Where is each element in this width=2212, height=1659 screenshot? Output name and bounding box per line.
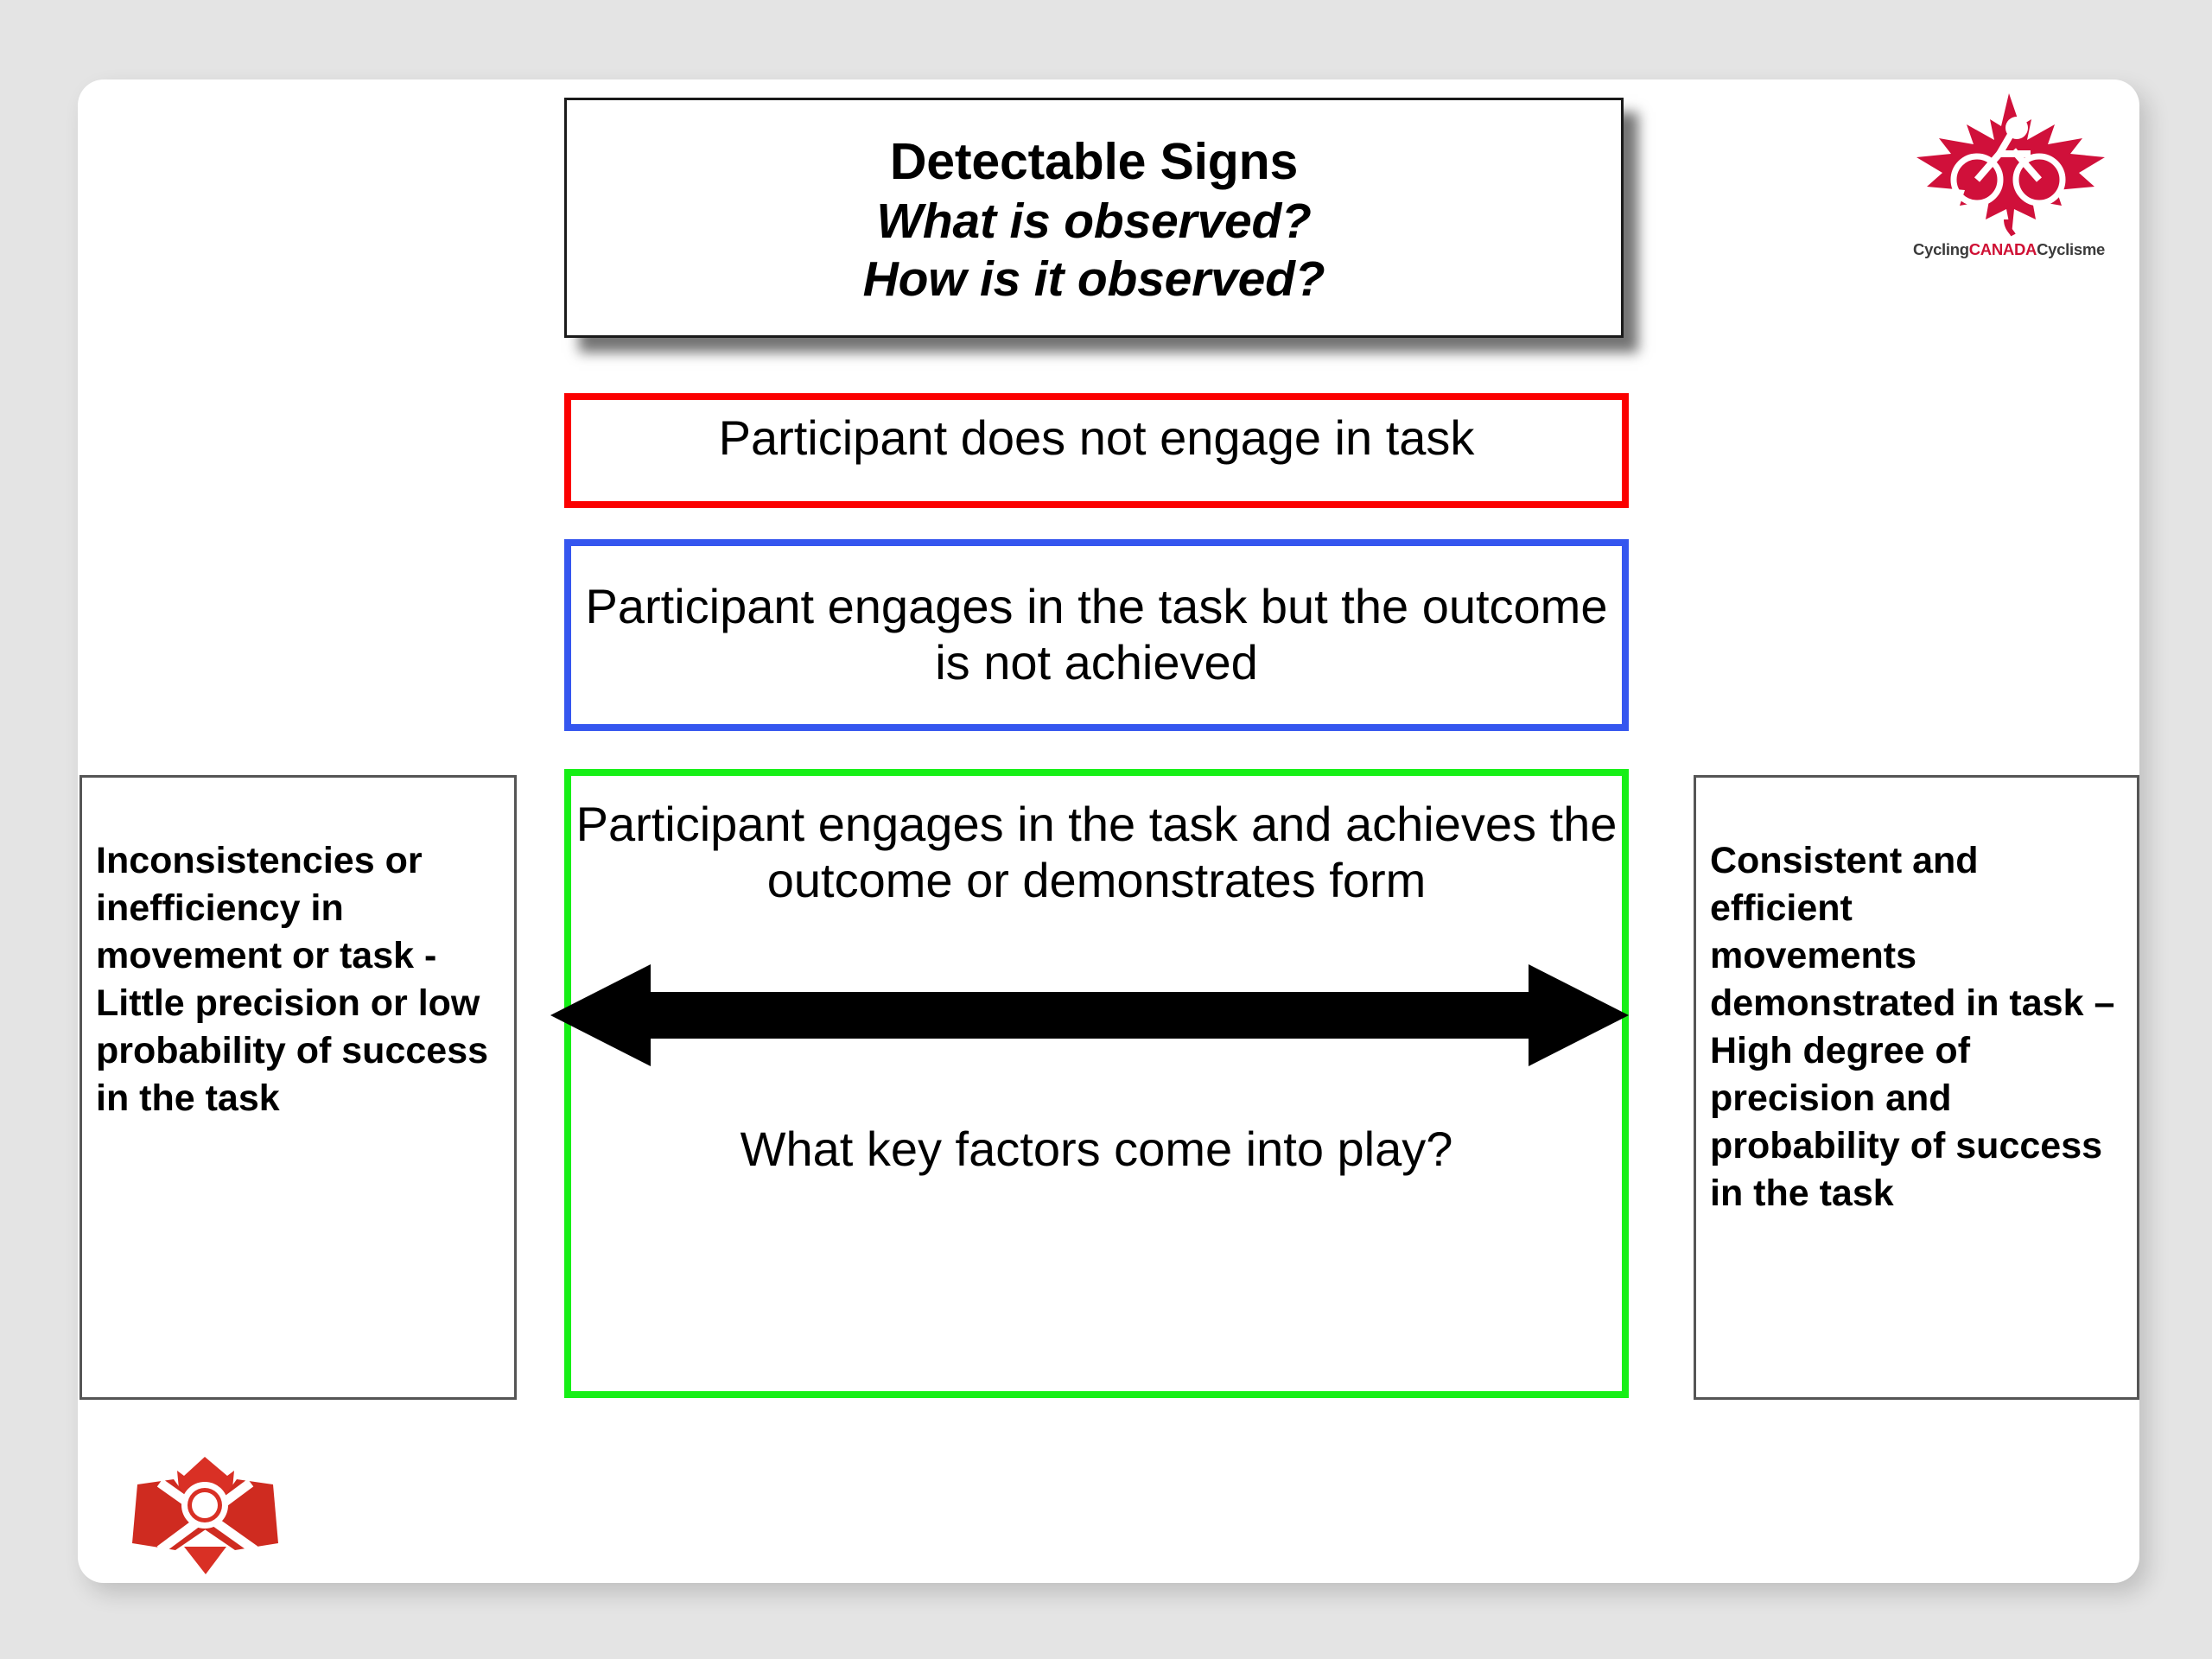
key-factors-question: What key factors come into play?: [740, 1122, 1453, 1176]
statement-box-engaged-no-outcome: Participant engages in the task but the …: [564, 539, 1629, 731]
title-box: Detectable Signs What is observed? How i…: [564, 98, 1624, 338]
coaching-association-logo: [125, 1453, 285, 1583]
statement-text-red: Participant does not engage in task: [718, 410, 1475, 465]
statement-text-blue: Participant engages in the task but the …: [585, 579, 1608, 690]
statement-box-no-engagement: Participant does not engage in task: [564, 393, 1629, 508]
title-line-primary: Detectable Signs: [889, 132, 1299, 190]
low-performance-description-box: Inconsistencies or inefficiency in movem…: [79, 775, 517, 1400]
statement-box-engaged-achieved: Participant engages in the task and achi…: [550, 769, 1629, 1398]
statement-text-green: Participant engages in the task and achi…: [575, 797, 1618, 907]
double-headed-arrow-icon: [550, 964, 1629, 1066]
maple-leaf-cyclist-icon: [1916, 93, 2105, 237]
wordmark-cycling: Cycling: [1913, 240, 1969, 258]
cycling-canada-wordmark: CyclingCANADACyclisme: [1910, 240, 2108, 259]
high-performance-text: Consistent and efficient movements demon…: [1710, 840, 2115, 1215]
title-line-question-what: What is observed?: [876, 193, 1312, 249]
wordmark-cyclisme: Cyclisme: [2037, 240, 2105, 258]
low-performance-text: Inconsistencies or inefficiency in movem…: [96, 840, 489, 1120]
double-arrow-container: [545, 959, 1634, 1071]
slide-canvas: Detectable Signs What is observed? How i…: [78, 79, 2139, 1583]
title-line-question-how: How is it observed?: [862, 251, 1325, 307]
wordmark-canada: CANADA: [1968, 240, 2037, 258]
high-performance-description-box: Consistent and efficient movements demon…: [1694, 775, 2139, 1400]
maple-leaf-athlete-icon: [132, 1457, 278, 1574]
cycling-canada-logo: CyclingCANADACyclisme: [1910, 90, 2108, 267]
